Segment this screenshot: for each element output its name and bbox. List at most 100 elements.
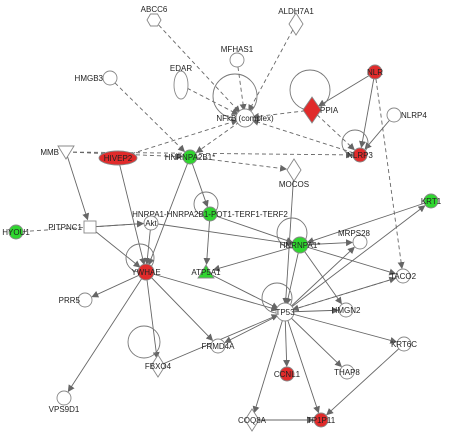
- node-shape-fbxo4: [150, 354, 166, 378]
- node-label-krt6c: KRT6C: [391, 340, 417, 349]
- edge-pitpnc1-to-ywhae: [89, 226, 141, 268]
- self-loop-hnrnpa1: [276, 217, 308, 249]
- node-label-pitpnc1: PITPNC1: [48, 223, 82, 232]
- node-akt[interactable]: HNRPA1-HNRPA2B1-POT1-TERF1-TERF2: [132, 206, 288, 222]
- edge-atp5a1-to-tp53: [205, 271, 279, 309]
- edge-ppia-to-nlrp3: [311, 109, 355, 151]
- node-hnrnpa1[interactable]: HNRNPA1*: [280, 236, 321, 254]
- node-shape-ppia: [302, 96, 322, 124]
- node-label-nlrp4: NLRP4: [401, 111, 427, 120]
- node-label-thap8: THAP8: [334, 368, 360, 377]
- node-aldh7a1[interactable]: ALDH7A1: [278, 7, 314, 36]
- node-mrps28[interactable]: MRPS28: [338, 229, 371, 250]
- node-atp5a1[interactable]: ATP5A1: [191, 264, 221, 279]
- node-hmgb3[interactable]: HMGB3: [75, 70, 118, 86]
- node-shape-frmd4a: [210, 338, 226, 354]
- edge-ywhae-to-fbxo4: [145, 271, 160, 360]
- node-label-hnrnpa2b1: HNRNPA2B1*: [165, 153, 216, 162]
- node-abcc6[interactable]: ABCC6: [141, 5, 168, 27]
- edge-hnrnpa1-to-taco2: [299, 244, 397, 276]
- node-nfkb[interactable]: NFkB (complex): [216, 108, 274, 128]
- edge-ppia-to-nfkb: [251, 109, 313, 120]
- edge-hnrnpa2b1-to-mocos: [189, 156, 288, 172]
- node-mmb[interactable]: MMB: [40, 145, 75, 160]
- node-hivep2[interactable]: HIVEP2: [98, 150, 138, 166]
- node-coq8a[interactable]: COQ8A: [238, 408, 267, 432]
- node-mfhas1[interactable]: MFHAS1: [221, 45, 254, 68]
- node-prr5[interactable]: PRR5: [59, 292, 93, 308]
- node-label-akt: Akt: [145, 219, 157, 228]
- edge-nlr-to-nlrp3: [359, 71, 376, 149]
- edge-hmgb3-to-hnrnpa2b1: [109, 77, 186, 153]
- node-vps9d1[interactable]: VPS9D1: [49, 390, 80, 414]
- node-frmd4a[interactable]: FRMD4A: [202, 338, 236, 354]
- node-shape-hyou1: [8, 224, 24, 240]
- edge-taco2-to-tp53: [291, 275, 404, 312]
- node-label-nlr: NLR: [367, 68, 383, 77]
- edge-krt6c-to-tp1p11: [326, 343, 405, 416]
- node-krt1[interactable]: KRT1: [421, 193, 442, 209]
- node-akt[interactable]: Akt: [143, 215, 159, 231]
- node-shape-mfhas1: [229, 52, 245, 68]
- node-shape-tp53: [275, 302, 295, 322]
- node-label-tp53: TP53: [275, 308, 295, 317]
- node-label-atp5a1: ATP5A1: [191, 268, 221, 277]
- edge-tp53-to-tp1p11: [284, 311, 320, 414]
- node-shape-tp1p11: [313, 412, 329, 428]
- node-shape-atp5a1: [197, 264, 215, 279]
- edge-mocos-to-tp53: [282, 169, 295, 306]
- self-loop-fbxo4: [127, 325, 161, 359]
- node-pitpnc1[interactable]: PITPNC1: [48, 220, 97, 234]
- node-hnrnpa2b1[interactable]: HNRNPA2B1*: [165, 149, 216, 165]
- edge-nlr-to-taco2: [374, 71, 405, 270]
- edge-akt-to-hnrnpa1: [150, 222, 294, 247]
- edge-hnrnpa1-to-tp53: [284, 244, 301, 306]
- node-shape-mrps28: [352, 234, 368, 250]
- node-fbxo4[interactable]: FBXO4: [145, 354, 172, 378]
- node-hmgn2[interactable]: HMGN2: [332, 302, 361, 318]
- node-tp53[interactable]: TP53: [275, 302, 295, 322]
- edge-tp53-to-thap8: [284, 311, 342, 368]
- node-label-nfkb: NFkB (complex): [216, 114, 274, 123]
- node-hyou1[interactable]: HYOU1: [2, 224, 30, 240]
- edge-nlrp3-to-nfkb: [251, 118, 361, 156]
- node-label-aldh7a1: ALDH7A1: [278, 7, 314, 16]
- self-loop-nfkb: [212, 73, 258, 119]
- node-edar[interactable]: EDAR: [170, 64, 192, 100]
- node-shape-nlr: [367, 64, 383, 80]
- node-shape-ywhae: [137, 263, 155, 281]
- node-label-akt: HNRPA1-HNRPA2B1-POT1-TERF1-TERF2: [132, 210, 288, 219]
- node-ywhae[interactable]: YWHAE: [131, 263, 161, 281]
- node-mocos[interactable]: MOCOS: [279, 158, 309, 189]
- edge-ywhae-to-vps9d1: [67, 271, 147, 393]
- node-shape-hmgn2: [338, 302, 354, 318]
- node-label-coq8a: COQ8A: [238, 416, 267, 425]
- node-shape-abcc6: [146, 13, 162, 27]
- node-tp1p11[interactable]: TP1P11: [307, 412, 336, 428]
- node-shape-hivep2: [98, 150, 138, 166]
- node-label-mocos: MOCOS: [279, 180, 309, 189]
- edge-mmb-to-pitpnc1: [65, 151, 90, 221]
- node-label-nlrp3: NLRP3: [347, 151, 373, 160]
- node-shape-hmgb3: [102, 70, 118, 86]
- node-label-tp1p11: TP1P11: [307, 416, 336, 425]
- node-nlrp4[interactable]: NLRP4: [386, 107, 427, 123]
- node-ppia[interactable]: PPIA: [302, 96, 339, 124]
- node-krt6c[interactable]: KRT6C: [391, 336, 417, 352]
- node-shape-aldh7a1: [288, 12, 304, 36]
- node-taco2[interactable]: TACO2: [390, 268, 417, 284]
- edge-hnrnpa1-to-mrps28: [299, 239, 354, 247]
- edge-akt-to-hnrnpa1: [209, 213, 294, 244]
- edge-abcc6-to-nfkb: [153, 19, 241, 113]
- node-label-ccnl1: CCNL1: [274, 370, 301, 379]
- node-shape-akt: [143, 215, 159, 231]
- node-nlrp3[interactable]: NLRP3: [347, 147, 373, 163]
- node-label-edar: EDAR: [170, 64, 192, 73]
- node-thap8[interactable]: THAP8: [334, 364, 360, 380]
- node-ccnl1[interactable]: CCNL1: [274, 366, 301, 382]
- node-shape-coq8a: [244, 408, 260, 432]
- edge-hnrnpa2b1-to-akt: [189, 156, 209, 208]
- node-nlr[interactable]: NLR: [367, 64, 383, 80]
- node-label-prr5: PRR5: [59, 296, 81, 305]
- edge-mfhas1-to-nfkb: [236, 59, 247, 112]
